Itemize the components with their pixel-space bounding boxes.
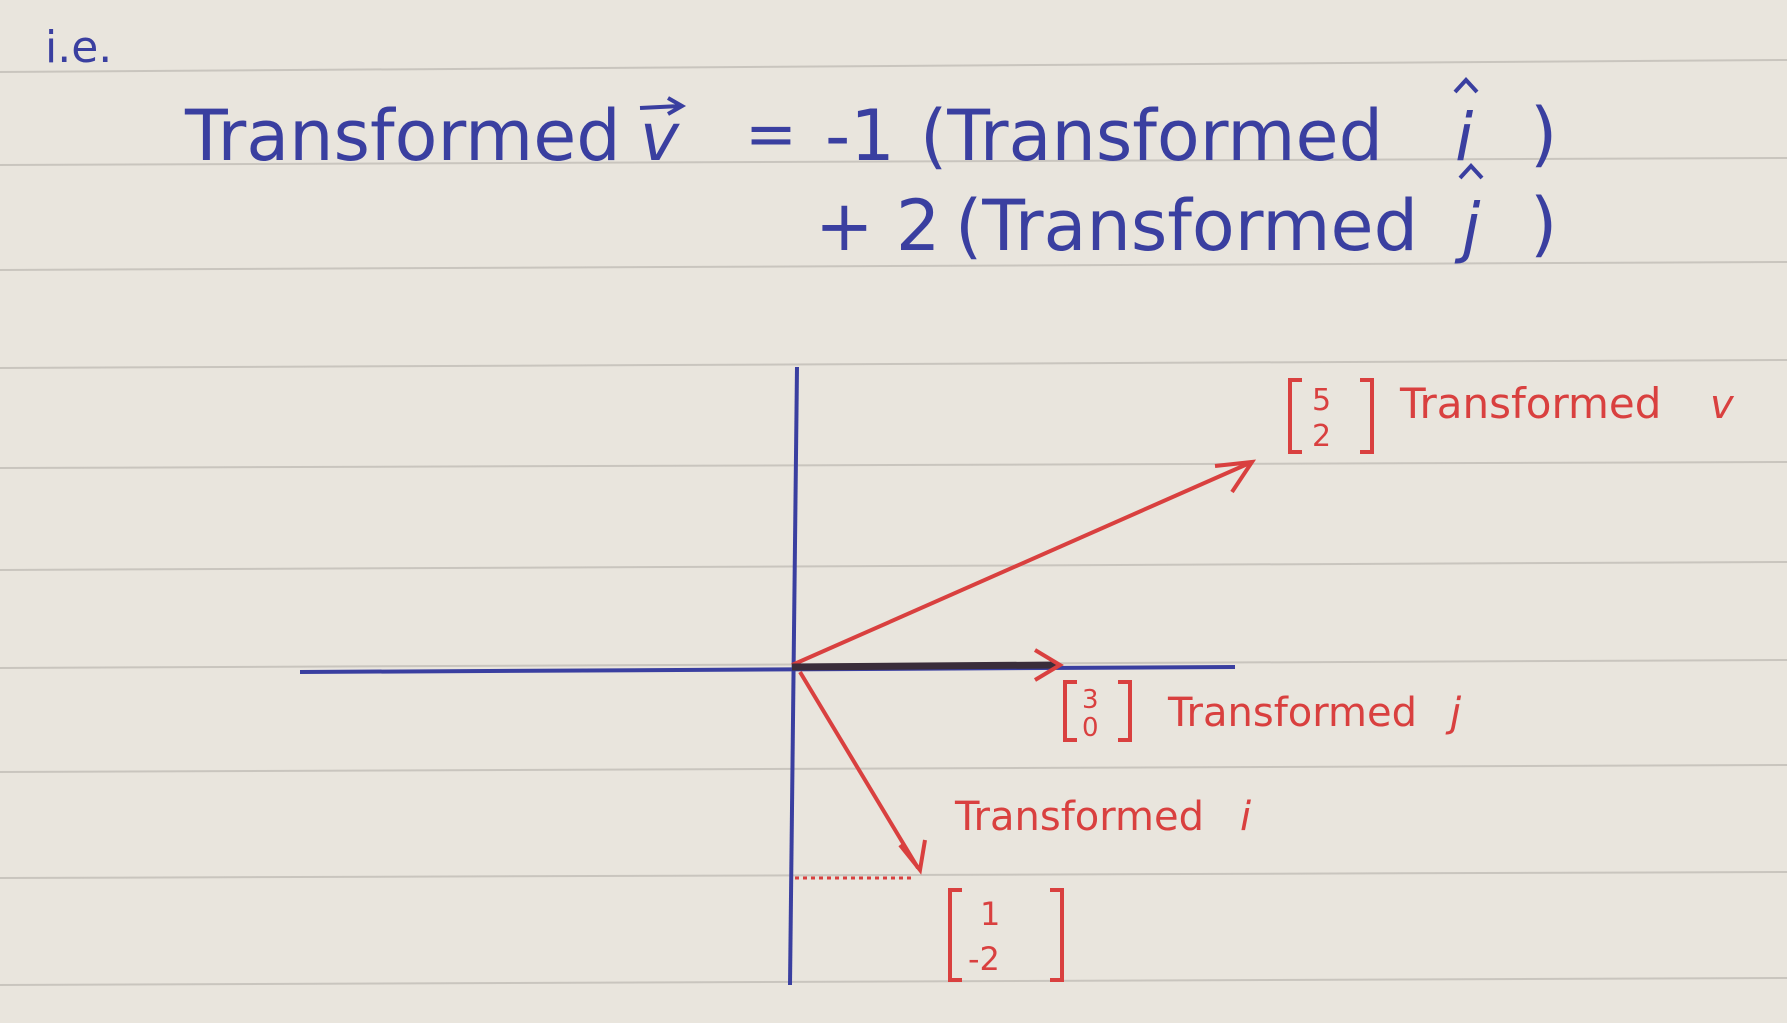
- term2-body: (Transformed: [955, 185, 1418, 267]
- ruled-lines: [0, 59, 1787, 986]
- x-axis: [299, 665, 1236, 674]
- prefix-text: i.e.: [45, 22, 112, 73]
- matrix-bracket-right: [1050, 888, 1064, 982]
- equation-lhs: Transformed: [184, 95, 621, 177]
- matrix-bracket-left: [1288, 378, 1302, 454]
- matrix-i-bottom: -2: [968, 940, 1000, 978]
- vector-i-arrowhead: [898, 839, 927, 875]
- vector-v-arrowhead: [1214, 459, 1257, 494]
- matrix-bracket-right: [1118, 680, 1132, 742]
- equation-equals: =: [745, 97, 797, 170]
- vector-j-label: 3 0 Transformed j: [1063, 680, 1462, 743]
- matrix-bracket-left: [948, 888, 962, 982]
- matrix-v-top: 5: [1312, 383, 1331, 418]
- hat-mark: [1453, 77, 1479, 94]
- matrix-i-top: 1: [980, 895, 1000, 933]
- term2-close: ): [1530, 183, 1557, 265]
- vector-v-caption: Transformed: [1399, 379, 1661, 428]
- vector-v-symbol: v: [1710, 382, 1735, 428]
- vector-j-line: [791, 661, 1059, 671]
- hat-mark: [1458, 163, 1484, 180]
- vector-v-label: 5 2 Transformed v: [1288, 378, 1735, 454]
- term1-unit: i: [1455, 99, 1474, 176]
- term1-coefficient: -1: [825, 95, 895, 177]
- matrix-j-bottom: 0: [1082, 713, 1099, 743]
- vector-j-arrowhead: [1033, 648, 1064, 682]
- vector-i-line: [798, 670, 920, 870]
- term2-coefficient: + 2: [815, 185, 940, 267]
- matrix-j-top: 3: [1082, 685, 1099, 715]
- matrix-bracket-right: [1360, 378, 1374, 454]
- term1-body: (Transformed: [920, 95, 1383, 177]
- y-axis: [788, 366, 799, 986]
- vector-i-caption: Transformed: [954, 794, 1204, 840]
- vector-i-symbol: i: [1240, 794, 1251, 840]
- term1-close: ): [1530, 93, 1557, 175]
- axes: [299, 366, 1236, 986]
- vector-v-line: [791, 460, 1253, 667]
- vector-j-symbol: j: [1445, 690, 1462, 736]
- vector-j-caption: Transformed: [1167, 690, 1417, 736]
- term2-unit: j: [1454, 189, 1481, 266]
- matrix-bracket-left: [1063, 680, 1077, 742]
- vector-arrow-mark: [639, 96, 687, 116]
- vector-i-label: Transformed i 1 -2: [948, 794, 1251, 982]
- matrix-v-bottom: 2: [1312, 419, 1331, 454]
- vectors: [791, 459, 1257, 880]
